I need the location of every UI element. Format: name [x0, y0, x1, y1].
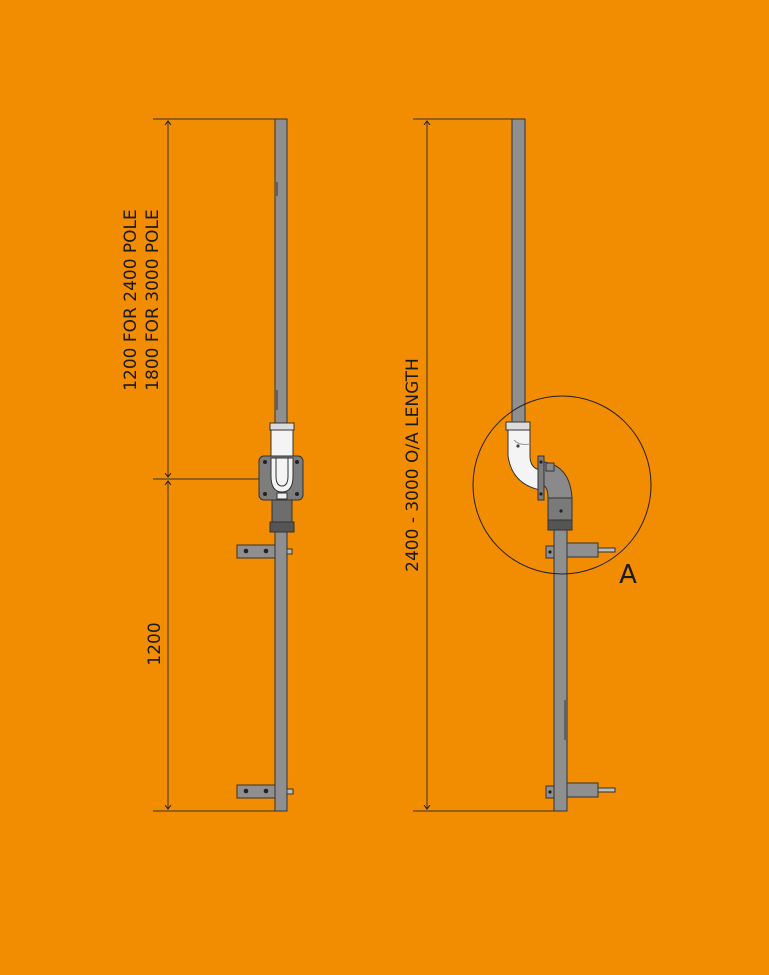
- elbow-fitting: [505, 421, 573, 531]
- wall-bracket-lower: [236, 784, 294, 799]
- upper-pole: [274, 118, 288, 426]
- wall-bracket-lower-side: [545, 782, 616, 799]
- right-pole-view: 2400 - 3000 O/A LENGTH: [403, 118, 652, 812]
- dim-text-overall: 2400 - 3000 O/A LENGTH: [403, 358, 423, 572]
- detail-label: A: [619, 560, 637, 590]
- wall-bracket-upper: [236, 544, 293, 559]
- dim-text-upper-1: 1200 FOR 2400 POLE: [121, 209, 141, 391]
- lower-pole-side: [553, 529, 568, 812]
- dim-text-lower: 1200: [145, 622, 165, 665]
- lower-pole: [274, 531, 288, 812]
- swivel-fitting: [258, 422, 304, 501]
- pole-collar: [271, 499, 293, 523]
- detail-circle: [472, 395, 652, 575]
- upper-pole-side: [511, 118, 526, 423]
- dim-text-upper-2: 1800 FOR 3000 POLE: [143, 209, 163, 391]
- wall-bracket-upper-side: [545, 542, 616, 559]
- left-pole-view: 1200 FOR 2400 POLE 1800 FOR 3000 POLE 12…: [121, 118, 304, 812]
